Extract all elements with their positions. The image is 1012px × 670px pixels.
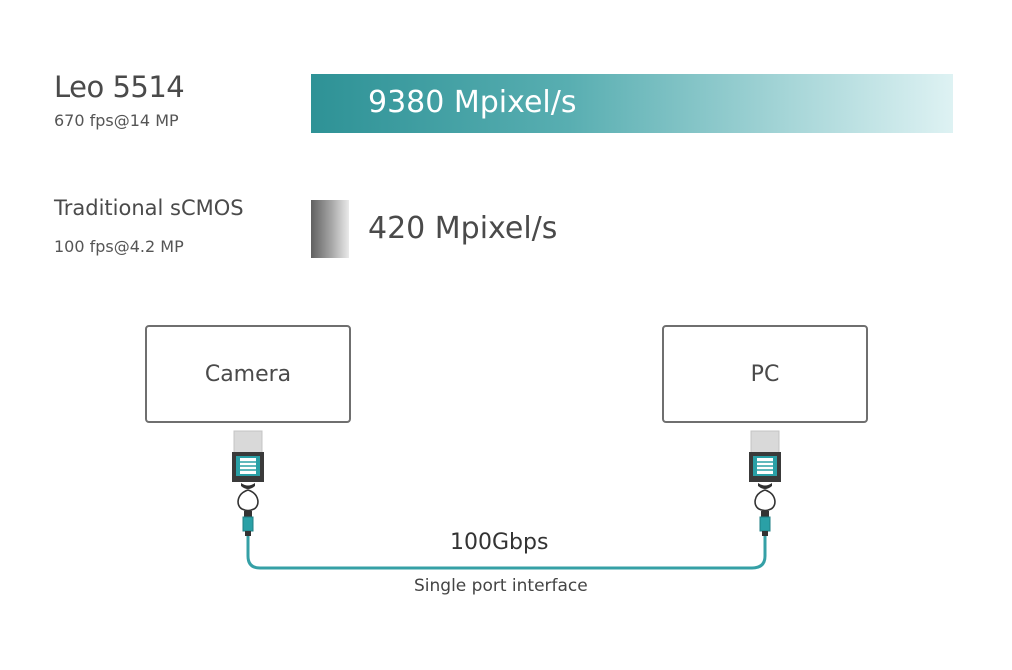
scmos-throughput-value: 420 Mpixel/s [368, 211, 558, 246]
speed-label: 100Gbps [450, 530, 549, 555]
camera-label: Camera [204, 361, 292, 387]
leo-throughput-bar [311, 74, 953, 133]
interface-label: Single port interface [414, 576, 588, 596]
scmos-title: Traditional sCMOS [54, 196, 244, 220]
fiber-cable [246, 536, 767, 570]
pc-label: PC [750, 361, 780, 387]
scmos-spec: 100 fps@4.2 MP [54, 237, 184, 256]
leo-throughput-value: 9380 Mpixel/s [368, 85, 577, 120]
leo-title: Leo 5514 [54, 70, 185, 104]
pc-transceiver-icon [749, 430, 781, 536]
camera-box: Camera [145, 325, 351, 423]
camera-transceiver-icon [232, 430, 264, 536]
leo-spec: 670 fps@14 MP [54, 111, 179, 130]
pc-box: PC [662, 325, 868, 423]
scmos-throughput-bar [311, 200, 349, 258]
